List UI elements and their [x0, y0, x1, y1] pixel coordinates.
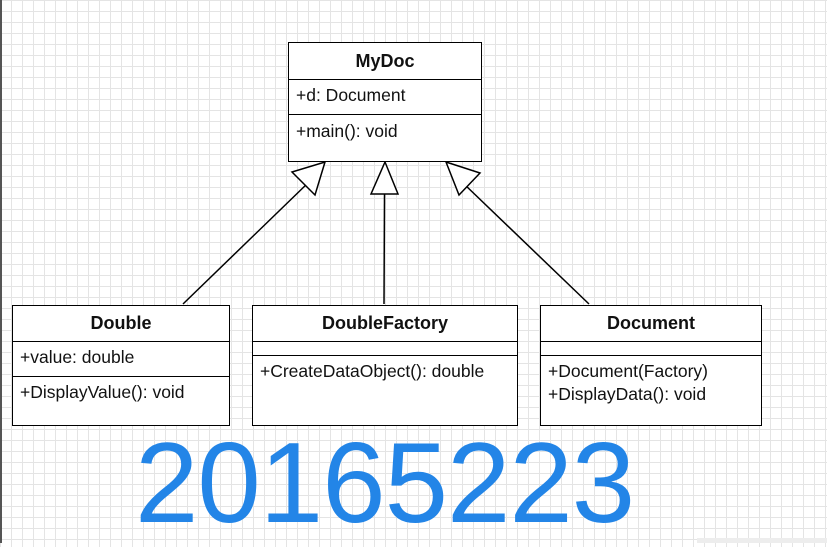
student-id-watermark: 20165223: [135, 420, 635, 547]
class-double-attributes: +value: double: [13, 342, 229, 377]
operation: +DisplayData(): void: [548, 384, 707, 404]
class-document-name: Document: [541, 306, 761, 342]
connector-doublefactory-to-mydoc: [383, 193, 386, 305]
class-doublefactory-operations: +CreateDataObject(): double: [253, 356, 517, 383]
class-document-attributes: [541, 342, 761, 356]
class-mydoc-name: MyDoc: [289, 43, 481, 80]
connector-double-to-mydoc: [182, 180, 311, 305]
operation: +main(): void: [296, 121, 398, 141]
attribute: +d: Document: [296, 85, 406, 105]
class-document-operations: +Document(Factory) +DisplayData(): void: [541, 356, 761, 406]
operation: +Document(Factory): [548, 361, 708, 381]
inheritance-arrowhead-double: [290, 160, 327, 197]
class-double[interactable]: Double +value: double +DisplayValue(): v…: [12, 305, 230, 426]
class-document[interactable]: Document +Document(Factory) +DisplayData…: [540, 305, 762, 426]
class-doublefactory[interactable]: DoubleFactory +CreateDataObject(): doubl…: [252, 305, 518, 426]
class-double-operations: +DisplayValue(): void: [13, 377, 229, 404]
class-mydoc-attributes: +d: Document: [289, 80, 481, 115]
class-doublefactory-name: DoubleFactory: [253, 306, 517, 342]
canvas-left-edge: [0, 0, 2, 543]
class-mydoc[interactable]: MyDoc +d: Document +main(): void: [288, 42, 482, 162]
class-name: DoubleFactory: [321, 313, 449, 333]
operation: +DisplayValue(): void: [20, 382, 185, 402]
class-doublefactory-attributes: [253, 342, 517, 356]
operation: +CreateDataObject(): double: [260, 361, 485, 381]
class-mydoc-operations: +main(): void: [289, 115, 481, 143]
class-name: MyDoc: [355, 50, 415, 71]
class-double-name: Double: [13, 306, 229, 342]
inheritance-arrowhead-doublefactory: [369, 160, 400, 195]
connector-document-to-mydoc: [462, 182, 590, 305]
class-name: Document: [606, 313, 695, 333]
attribute: +value: double: [20, 347, 135, 367]
class-name: Double: [90, 313, 152, 333]
inheritance-arrowhead-document: [444, 160, 482, 197]
canvas-corner-scrap: [697, 538, 827, 543]
